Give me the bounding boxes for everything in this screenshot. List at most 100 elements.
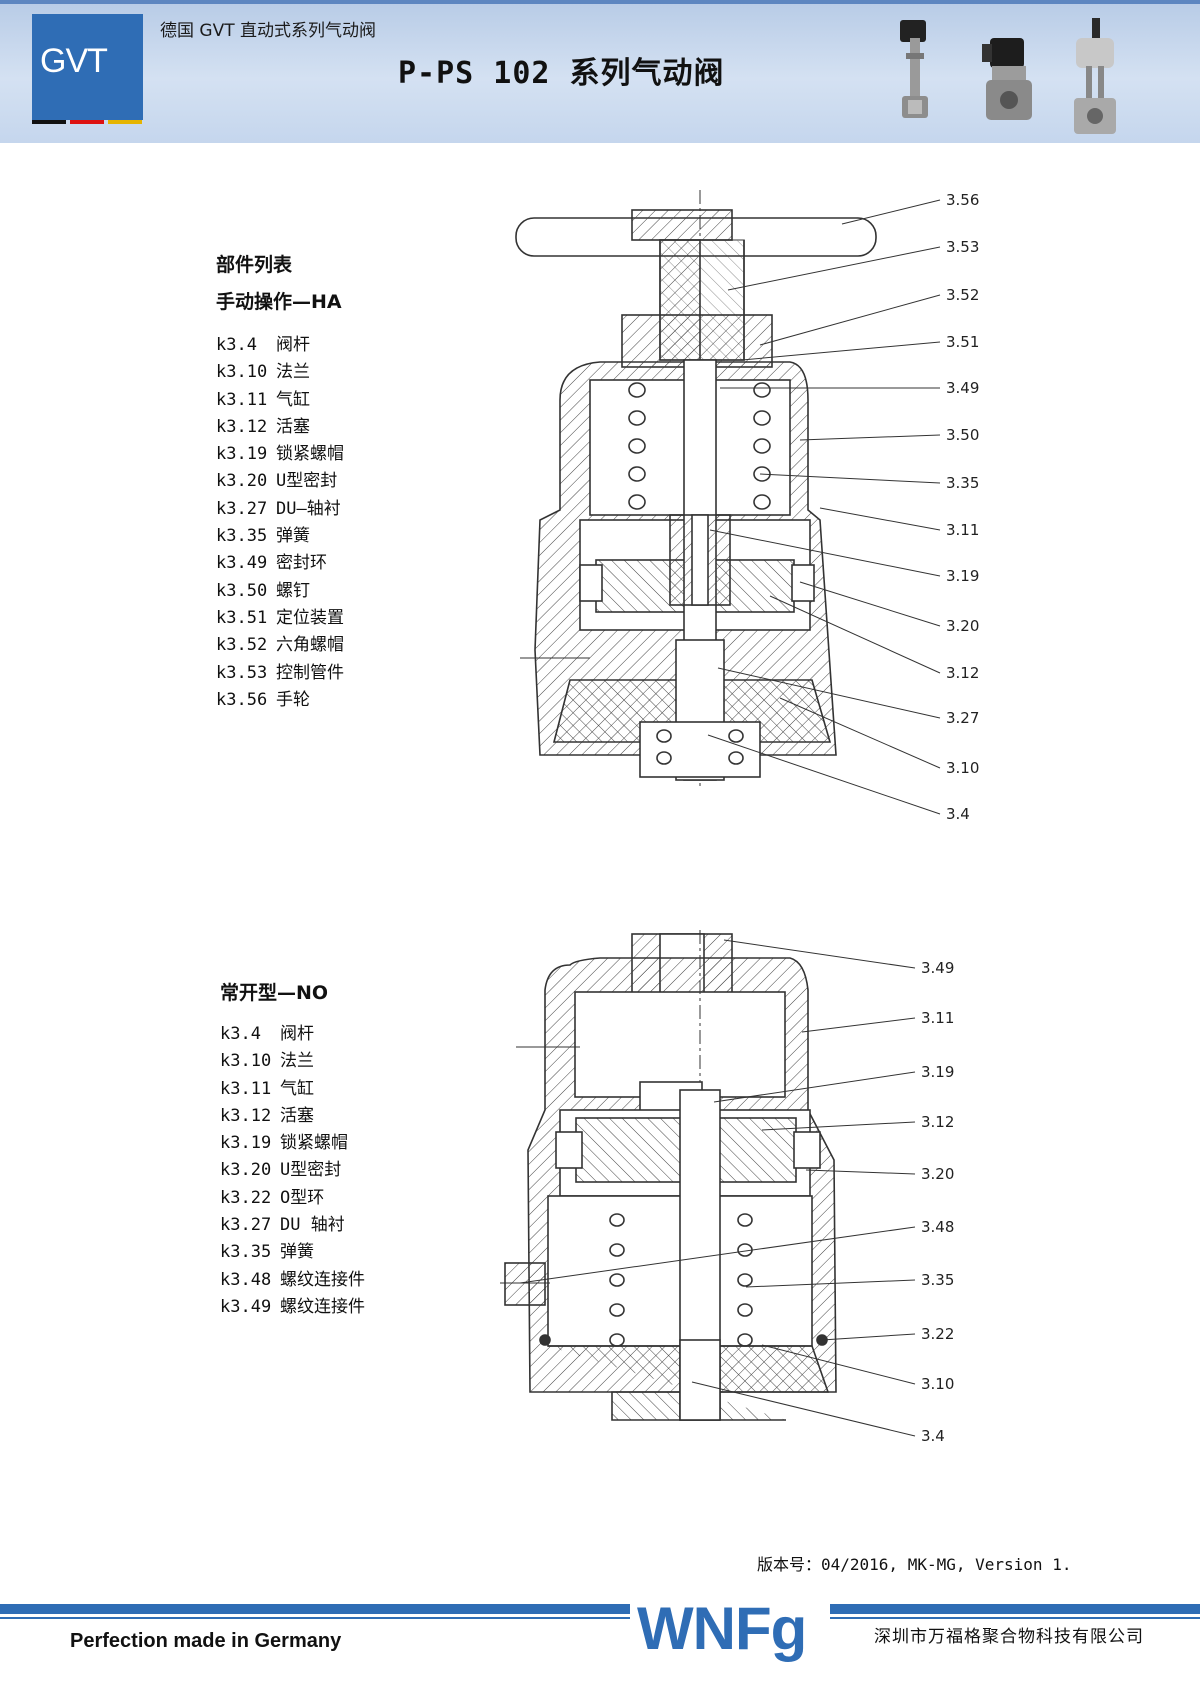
part-code: k3.52 — [216, 635, 268, 656]
part-code: k3.11 — [220, 1078, 272, 1099]
parts-list-item: k3.35 弹簧 — [216, 523, 344, 550]
flag-stripe-red — [70, 120, 104, 124]
parts-list-item: k3.11 气缸 — [216, 387, 344, 414]
ha-subheading: 手动操作—HA — [216, 291, 342, 313]
part-code: k3.53 — [216, 662, 268, 683]
part-code: k3.49 — [216, 553, 268, 574]
part-name: 气缸 — [276, 389, 310, 410]
part-name: 控制管件 — [276, 662, 344, 683]
part-name: 气缸 — [280, 1078, 314, 1099]
gvt-logo-text: GVT — [40, 42, 108, 80]
part-code: k3.35 — [216, 526, 268, 547]
callout-label: 3.53 — [946, 238, 980, 256]
part-code: k3.22 — [220, 1187, 272, 1208]
part-name: DU 轴衬 — [280, 1215, 345, 1236]
parts-list-item: k3.19 锁紧螺帽 — [216, 441, 344, 468]
part-name: 法兰 — [276, 362, 310, 383]
part-name: 螺纹连接件 — [280, 1296, 365, 1317]
parts-list-item: k3.20 U型密封 — [216, 468, 344, 495]
part-code: k3.50 — [216, 580, 268, 601]
no-subheading: 常开型—NO — [220, 982, 329, 1004]
callout-label: 3.11 — [921, 1009, 955, 1027]
part-code: k3.27 — [220, 1215, 272, 1236]
parts-list-item: k3.49 密封环 — [216, 550, 344, 577]
callout-label: 3.10 — [946, 759, 980, 777]
parts-list-item: k3.52 六角螺帽 — [216, 632, 344, 659]
callout-label: 3.56 — [946, 191, 980, 209]
valve-photo-1 — [900, 20, 928, 118]
part-name: 活塞 — [280, 1105, 314, 1126]
callout-label: 3.10 — [921, 1375, 955, 1393]
flag-stripe-gold — [108, 120, 142, 124]
parts-list-item: k3.49 螺纹连接件 — [220, 1294, 365, 1321]
part-code: k3.48 — [220, 1269, 272, 1290]
part-name: 活塞 — [276, 416, 310, 437]
no-spring — [609, 1213, 753, 1347]
valve-photo-2 — [982, 38, 1032, 120]
part-name: 定位装置 — [276, 607, 344, 628]
gvt-logo — [32, 14, 143, 120]
part-name: 弹簧 — [280, 1242, 314, 1263]
part-name: 锁紧螺帽 — [276, 444, 344, 465]
callout-label: 3.49 — [946, 379, 980, 397]
parts-list-item: k3.27 DU 轴衬 — [220, 1212, 365, 1239]
valve-photo-3 — [1074, 18, 1116, 134]
parts-list-item: k3.11 气缸 — [220, 1076, 365, 1103]
callout-label: 3.20 — [946, 617, 980, 635]
callout-label: 3.52 — [946, 286, 980, 304]
part-name: 法兰 — [280, 1051, 314, 1072]
company-name: 深圳市万福格聚合物科技有限公司 — [874, 1627, 1144, 1647]
flag-stripe-black — [32, 120, 66, 124]
callout-label: 3.22 — [921, 1325, 955, 1343]
callout-label: 3.4 — [921, 1427, 945, 1445]
wnfg-logo: WNFg — [637, 1595, 807, 1662]
header-top-rule — [0, 0, 1200, 4]
callout-label: 3.50 — [946, 426, 980, 444]
parts-list-heading: 部件列表 — [216, 254, 293, 276]
part-name: 六角螺帽 — [276, 635, 344, 656]
callout-label: 3.19 — [946, 567, 980, 585]
part-code: k3.19 — [216, 444, 268, 465]
page-title: P-PS 102 系列气动阀 — [398, 56, 725, 91]
part-code: k3.19 — [220, 1133, 272, 1154]
callout-label: 3.12 — [946, 664, 980, 682]
part-name: 弹簧 — [276, 526, 310, 547]
part-code: k3.10 — [220, 1051, 272, 1072]
callout-label: 3.49 — [921, 959, 955, 977]
part-code: k3.35 — [220, 1242, 272, 1263]
callout-label: 3.11 — [946, 521, 980, 539]
callout-label: 3.20 — [921, 1165, 955, 1183]
part-code: k3.56 — [216, 689, 268, 710]
header-band: GVT 德国 GVT 直动式系列气动阀 P-PS 102 系列气动阀 — [0, 0, 1200, 143]
wnfg-logo-backdrop — [630, 1594, 830, 1664]
part-code: k3.11 — [216, 389, 268, 410]
part-name: U型密封 — [276, 471, 338, 492]
part-name: O型环 — [280, 1187, 325, 1208]
part-name: 螺钉 — [276, 580, 310, 601]
part-code: k3.27 — [216, 498, 268, 519]
part-name: 密封环 — [276, 553, 327, 574]
part-code: k3.20 — [220, 1160, 272, 1181]
part-code: k3.49 — [220, 1296, 272, 1317]
callout-label: 3.4 — [946, 805, 970, 823]
parts-list-item: k3.12 活塞 — [220, 1103, 365, 1130]
parts-list-item: k3.50 螺钉 — [216, 578, 344, 605]
part-code: k3.20 — [216, 471, 268, 492]
part-code: k3.12 — [220, 1105, 272, 1126]
part-code: k3.4 — [216, 335, 257, 355]
parts-list-item: k3.10 法兰 — [220, 1048, 365, 1075]
parts-list-item: k3.53 控制管件 — [216, 660, 344, 687]
